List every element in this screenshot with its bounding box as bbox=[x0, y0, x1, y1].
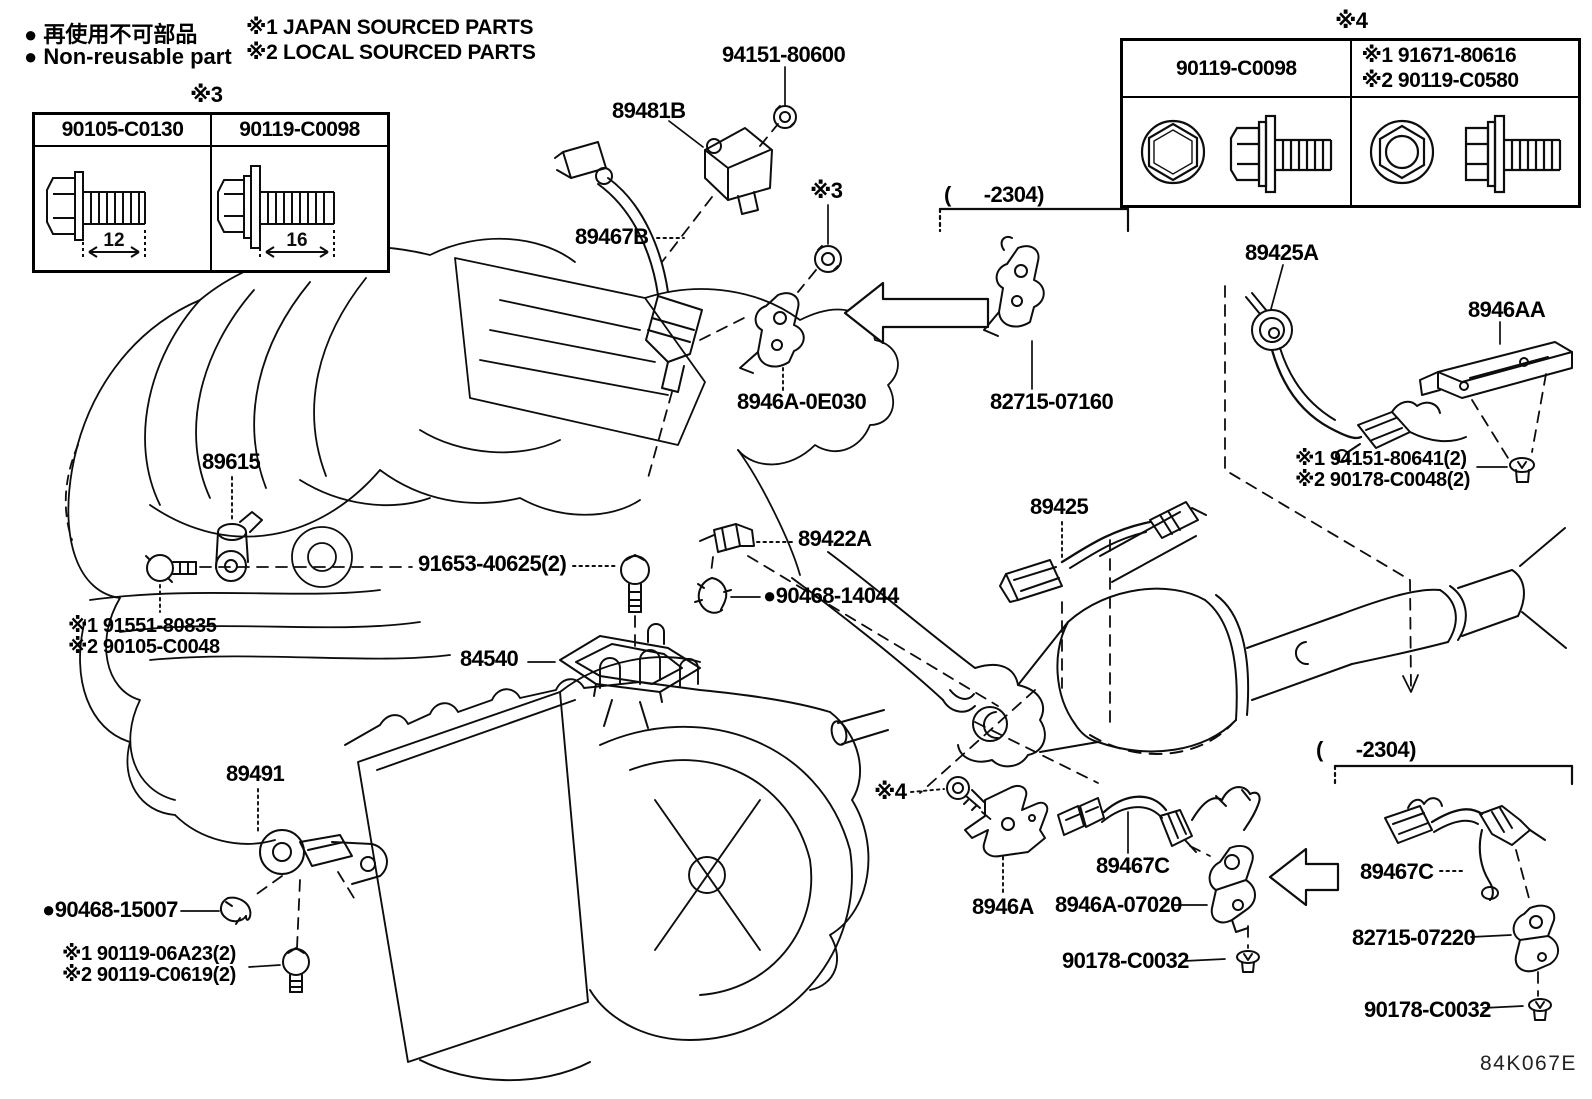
bolt-91551-80835-glyph bbox=[145, 554, 197, 583]
switch-84540-glyph bbox=[559, 623, 701, 729]
bracket-82715-07220-glyph bbox=[1512, 904, 1559, 973]
leader-lines-solid bbox=[180, 66, 1524, 1009]
table3-col2: 90119-C0098 16 bbox=[210, 115, 387, 270]
callout-90178-c0032-right: 90178-C0032 bbox=[1364, 997, 1491, 1022]
table3-dim2: 16 bbox=[286, 230, 307, 251]
range-bracket-top bbox=[938, 207, 1130, 233]
bolt-ref4-glyph bbox=[946, 776, 985, 811]
sensor-89615-glyph bbox=[215, 511, 263, 582]
sensor-89422a-glyph bbox=[699, 523, 755, 553]
sensor-89467c-mid-glyph bbox=[1057, 786, 1261, 853]
callout-range-2304-right: ( -2304) bbox=[1316, 737, 1416, 762]
table3-dim1: 12 bbox=[103, 230, 124, 251]
bolt-91653-40625-glyph bbox=[620, 554, 650, 613]
callout-89425: 89425 bbox=[1030, 494, 1089, 519]
table4-col2-part: ※1 91671-80616 ※2 90119-C0580 bbox=[1351, 41, 1578, 98]
legend-non-reusable-jp: ● 再使用不可部品 bbox=[24, 22, 198, 47]
callout-89425a: 89425A bbox=[1245, 240, 1319, 265]
exhaust-pipe-line-art bbox=[791, 511, 1567, 768]
callout-94151-80600: 94151-80600 bbox=[722, 42, 846, 67]
callout-90119-06a23: ※1 90119-06A23(2) bbox=[62, 943, 236, 965]
table3-col1-part: 90105-C0130 bbox=[35, 115, 210, 147]
note-japan-sourced: ※1 JAPAN SOURCED PARTS bbox=[246, 16, 534, 39]
note-local-sourced: ※2 LOCAL SOURCED PARTS bbox=[246, 41, 536, 64]
table4-col2-line2: ※2 90119-C0580 bbox=[1361, 68, 1520, 92]
callout-89467c-mid: 89467C bbox=[1096, 853, 1170, 878]
callout-90468-15007: ●90468-15007 bbox=[42, 897, 178, 922]
table4-col1: 90119-C0098 bbox=[1123, 41, 1350, 205]
bracket-8946a-07020-glyph bbox=[1208, 844, 1256, 933]
bracket-8946a-glyph bbox=[964, 785, 1049, 858]
sensor-89467c-right-glyph bbox=[1384, 797, 1546, 902]
leader-lines-dotted bbox=[159, 237, 1464, 894]
callout-91653-40625: 91653-40625(2) bbox=[418, 551, 567, 576]
callout-89491: 89491 bbox=[226, 761, 285, 786]
transaxle-line-art bbox=[344, 649, 870, 1082]
callout-82715-07160: 82715-07160 bbox=[990, 389, 1114, 414]
table3-col1: 90105-C0130 12 bbox=[35, 115, 210, 270]
table4-col2-line1: ※1 91671-80616 bbox=[1361, 44, 1517, 68]
callout-ref4: ※4 bbox=[874, 779, 907, 804]
pushnut-90178-c0032-mid-glyph bbox=[1236, 950, 1260, 973]
clamp-90468-15007-glyph bbox=[220, 896, 252, 925]
callout-94151-80641: ※1 94151-80641(2) bbox=[1295, 448, 1467, 470]
bolt-table-ref3: 90105-C0130 12 90119-C0098 bbox=[32, 112, 390, 273]
callout-8946aa: 8946AA bbox=[1468, 297, 1546, 322]
table4-col2: ※1 91671-80616 ※2 90119-C0580 bbox=[1349, 41, 1579, 205]
arrow-left-center bbox=[843, 281, 990, 345]
callout-89615: 89615 bbox=[202, 449, 261, 474]
callout-90468-14044: ●90468-14044 bbox=[763, 583, 899, 608]
table3-col1-bolt: 12 bbox=[35, 147, 210, 270]
bracket-82715-07160-glyph bbox=[983, 236, 1045, 337]
callout-90178-c0048: ※2 90178-C0048(2) bbox=[1295, 469, 1470, 491]
table4-col2-bolt bbox=[1352, 98, 1579, 205]
table3-col2-bolt: 16 bbox=[212, 147, 387, 270]
callout-8946a-0e030: 8946A-0E030 bbox=[737, 389, 867, 414]
callout-90105-c0048: ※2 90105-C0048 bbox=[68, 636, 220, 658]
callout-8946a-07020: 8946A-07020 bbox=[1055, 892, 1182, 917]
dashed-arrowhead bbox=[1402, 674, 1419, 693]
clip-94151-80641-glyph bbox=[1509, 457, 1535, 483]
range-bracket-right bbox=[1333, 764, 1574, 786]
callout-ref3: ※3 bbox=[810, 178, 843, 203]
table3-caption: ※3 bbox=[190, 82, 223, 107]
bolt-90119-06a23-glyph bbox=[282, 947, 310, 993]
sensor-89425-glyph bbox=[999, 501, 1207, 603]
callout-89422a: 89422A bbox=[798, 526, 872, 551]
callout-8946a: 8946A bbox=[972, 894, 1034, 919]
sensor-89491-glyph bbox=[259, 829, 388, 885]
sensor-89425a-glyph bbox=[1245, 292, 1467, 463]
dashed-construction-lines bbox=[199, 123, 1547, 997]
bolt-table-ref4: 90119-C0098 ※1 91671-80616 ※2 90119-C058… bbox=[1120, 38, 1581, 208]
callout-89481b: 89481B bbox=[612, 98, 686, 123]
table4-col1-bolt bbox=[1123, 98, 1350, 205]
bracket-8946a-0e030-glyph bbox=[739, 292, 805, 374]
callout-82715-07220: 82715-07220 bbox=[1352, 925, 1476, 950]
figure-code: 84K067E bbox=[1480, 1052, 1577, 1075]
table4-caption: ※4 bbox=[1335, 8, 1368, 33]
callout-89467b: 89467B bbox=[575, 224, 649, 249]
legend-non-reusable-en: ● Non-reusable part bbox=[24, 44, 232, 69]
nut-ref3-glyph bbox=[814, 245, 842, 273]
callout-89467c-right: 89467C bbox=[1360, 859, 1434, 884]
pushnut-90178-c0032-right-glyph bbox=[1528, 998, 1552, 1021]
callout-range-2304-top: ( -2304) bbox=[944, 182, 1044, 207]
callout-84540: 84540 bbox=[460, 646, 519, 671]
engine-line-art bbox=[64, 237, 899, 845]
callout-90119-c0619: ※2 90119-C0619(2) bbox=[62, 964, 236, 986]
arrow-left-bottom-right bbox=[1268, 847, 1340, 907]
callout-91551-80835: ※1 91551-80835 bbox=[68, 615, 217, 637]
bracket-8946aa-glyph bbox=[1419, 341, 1573, 399]
sensor-89467b-glyph bbox=[554, 141, 703, 393]
sensor-89481b-glyph bbox=[704, 127, 773, 215]
callout-90178-c0032-mid: 90178-C0032 bbox=[1062, 948, 1189, 973]
table4-col1-part: 90119-C0098 bbox=[1123, 41, 1350, 98]
clamp-90468-14044-glyph bbox=[694, 577, 732, 614]
table3-col2-part: 90119-C0098 bbox=[212, 115, 387, 147]
